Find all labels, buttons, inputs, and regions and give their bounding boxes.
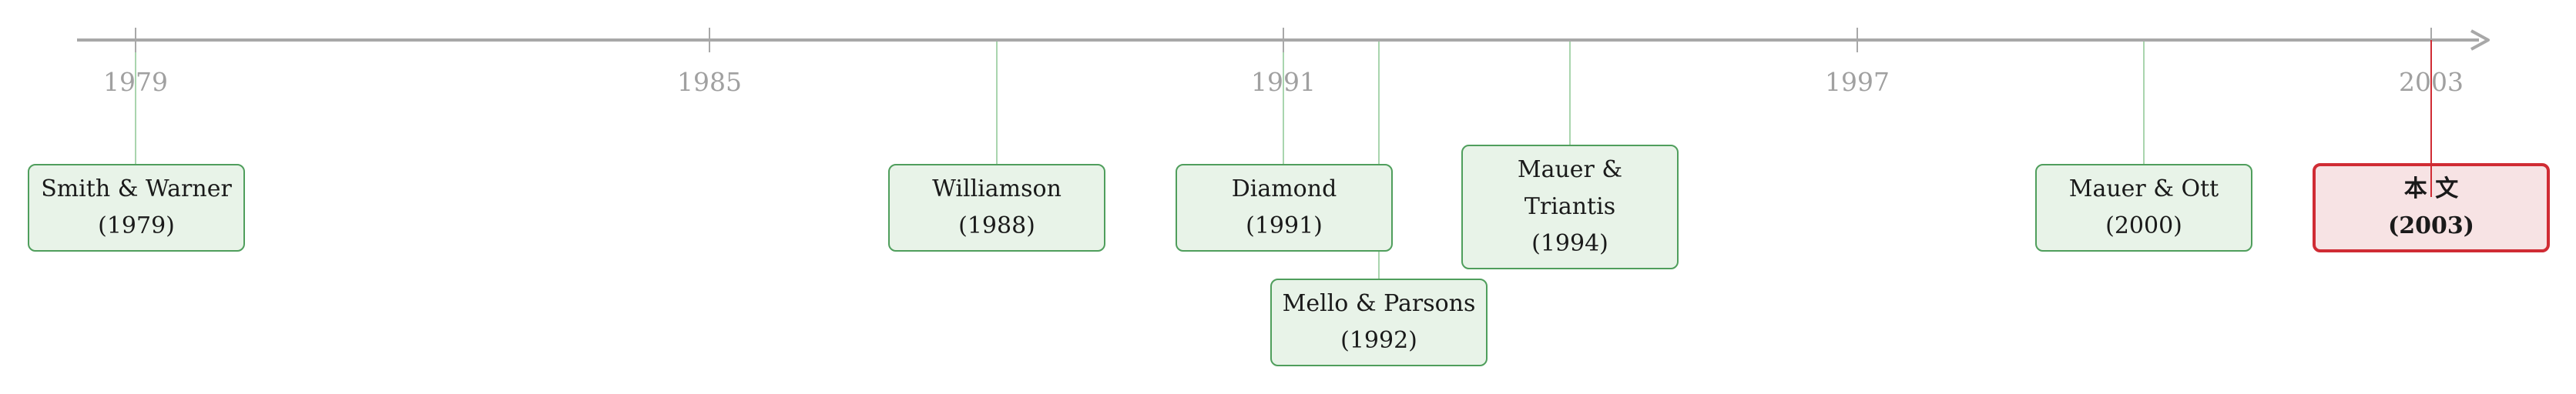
event-box-text: (2000) xyxy=(2105,212,2182,239)
event-box-text: Triantis xyxy=(1524,193,1616,220)
axis-tick-label: 1991 xyxy=(1251,67,1316,97)
event-box-text: (1994) xyxy=(1531,230,1608,257)
event-box-text: Mauer & Ott xyxy=(2068,175,2219,202)
event-box: Smith & Warner (1979) xyxy=(28,164,245,252)
event-box-text: (2003) xyxy=(2388,212,2474,239)
event-box-text: Smith & Warner xyxy=(41,175,232,202)
event-box: Diamond (1991) xyxy=(1176,164,1393,252)
event-box: Mello & Parsons (1992) xyxy=(1270,279,1488,366)
event-box-text: Mello & Parsons xyxy=(1282,290,1476,317)
event-box: Williamson (1988) xyxy=(888,164,1105,252)
event-box: Mauer & Triantis (1994) xyxy=(1461,145,1679,269)
event-box: Mauer & Ott (2000) xyxy=(2035,164,2252,252)
axis-tick-label: 2003 xyxy=(2399,67,2464,97)
event-box-text: Williamson xyxy=(932,175,1062,202)
event-box-highlight: 本 文 (2003) xyxy=(2313,163,2550,252)
event-box-text: (1991) xyxy=(1246,212,1323,239)
axis-ticks: 1979 1985 1991 1997 2003 xyxy=(103,28,2464,97)
event-box-text: (1992) xyxy=(1340,327,1417,354)
event-box-text: (1988) xyxy=(958,212,1035,239)
event-box-text: (1979) xyxy=(98,212,175,239)
axis-tick-label: 1997 xyxy=(1825,67,1890,97)
axis-tick-label: 1985 xyxy=(677,67,742,97)
event-box-text: Diamond xyxy=(1231,175,1337,202)
event-box-text: Mauer & xyxy=(1517,156,1623,183)
axis-tick-label: 1979 xyxy=(103,67,168,97)
axis-arrowhead xyxy=(2470,29,2490,51)
event-box-text: 本 文 xyxy=(2403,175,2459,202)
